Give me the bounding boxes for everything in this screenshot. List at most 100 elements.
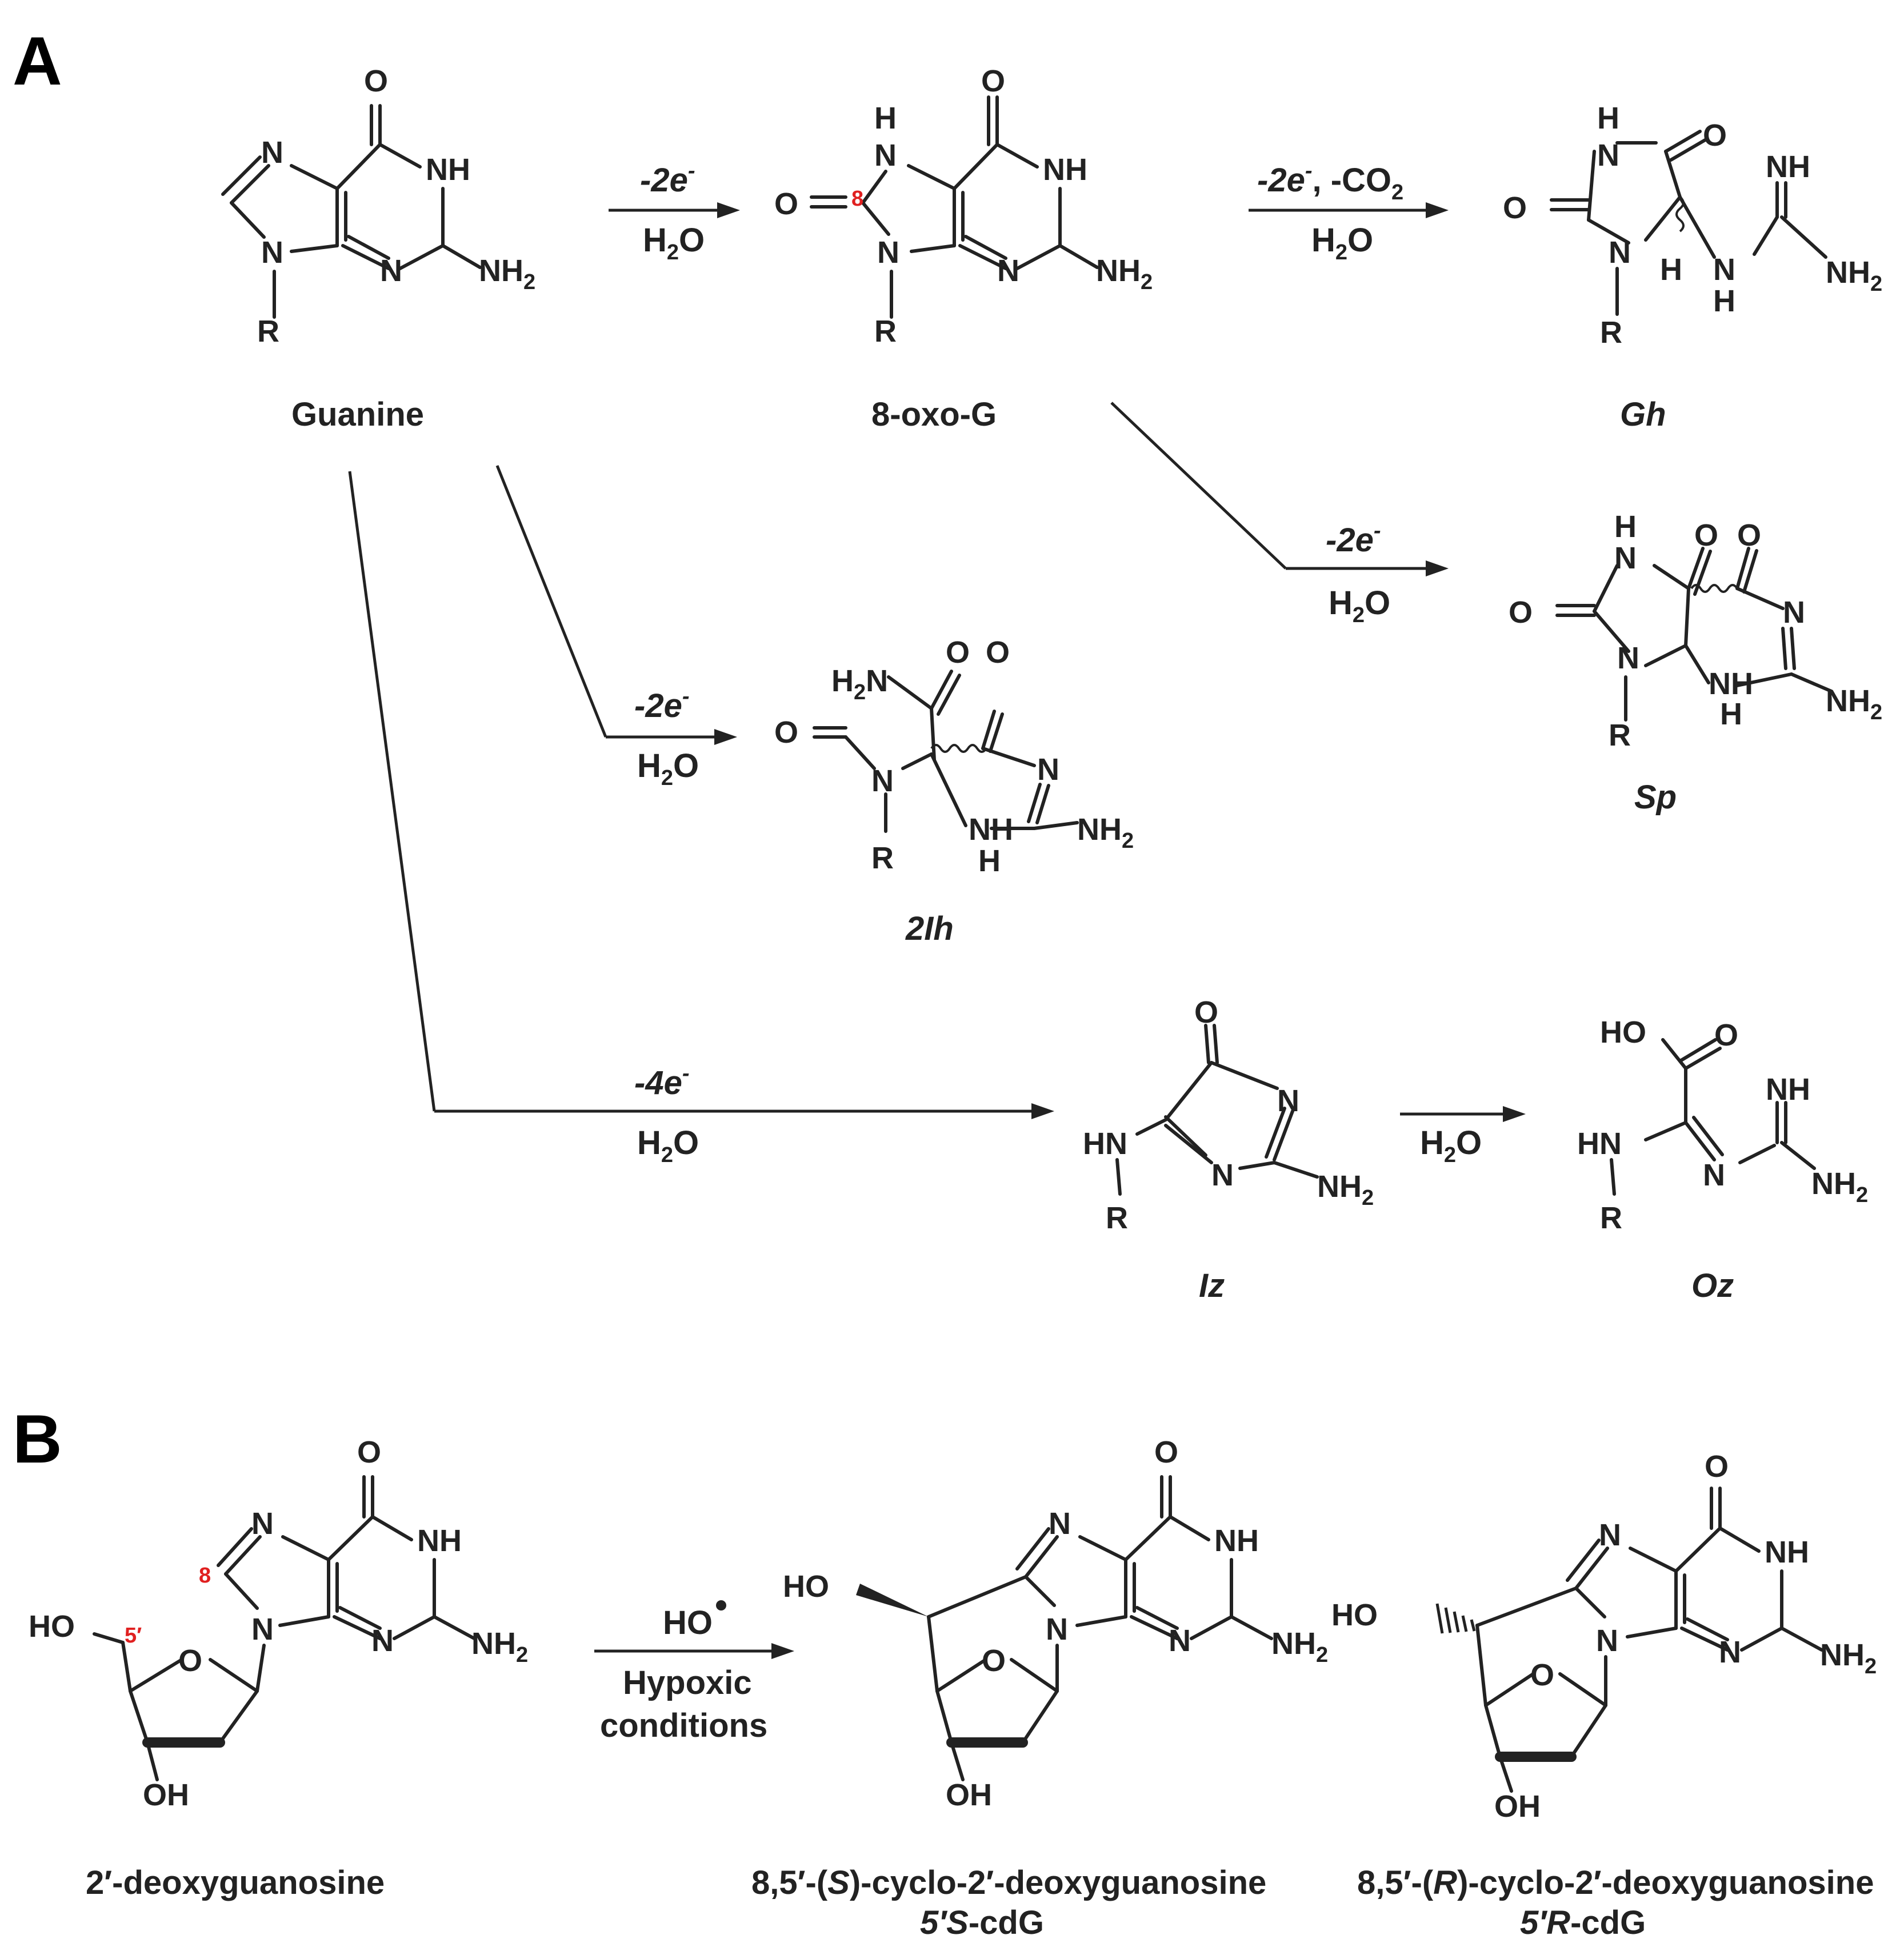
atom-o: O xyxy=(364,64,388,98)
atom-n: N xyxy=(251,1612,274,1646)
atom-hn: HN xyxy=(1083,1127,1127,1161)
atom-n: N xyxy=(1719,1635,1741,1669)
position-8-label: 8 xyxy=(851,187,863,211)
atom-n: N xyxy=(997,254,1019,288)
atom-h: H xyxy=(1713,284,1735,318)
atom-r: R xyxy=(874,314,897,348)
atom-h: H xyxy=(1660,253,1682,287)
atom-hn: HN xyxy=(1577,1127,1622,1161)
atom-o: O xyxy=(1503,191,1527,225)
caption-2ih: 2Ih xyxy=(905,910,954,947)
atom-nh: NH xyxy=(417,1524,462,1558)
atom-o: O xyxy=(178,1644,202,1678)
atom-o: O xyxy=(1703,118,1727,153)
deoxyguanosine-structure: O NH N N N 8 O HO 5′ OH NH2 xyxy=(29,1435,528,1812)
caption-oxog: 8-oxo-G xyxy=(871,396,997,433)
ih-structure: H2N O O O N N NH H NH2 R xyxy=(774,635,1134,878)
atom-n: N xyxy=(1783,595,1805,630)
arrow-guanine-to-iz xyxy=(348,471,1054,1119)
condition-water: H2O xyxy=(1329,584,1390,627)
caption-s-cdg-short: 5′S-cdG xyxy=(920,1904,1044,1941)
atom-n: N xyxy=(871,764,894,798)
atom-o: O xyxy=(986,635,1010,670)
atom-o: O xyxy=(774,715,798,750)
caption-deoxyguanosine: 2′-deoxyguanosine xyxy=(86,1864,385,1901)
atom-h: H xyxy=(1720,697,1742,731)
atom-nh2: NH2 xyxy=(471,1627,528,1667)
position-5prime-label: 5′ xyxy=(125,1624,142,1648)
condition-water: H2O xyxy=(1311,222,1373,265)
atom-o: O xyxy=(1694,518,1718,552)
condition-hydroxyl-radical: HO xyxy=(663,1604,713,1641)
atom-ho: HO xyxy=(783,1569,829,1604)
atom-n: N xyxy=(1277,1084,1299,1118)
atom-n: N xyxy=(1049,1507,1071,1541)
atom-h: H xyxy=(978,844,1001,878)
atom-n: N xyxy=(1169,1624,1191,1658)
caption-r-cdg: 8,5′-(R)-cyclo-2′-deoxyguanosine xyxy=(1357,1864,1874,1901)
panel-label-b: B xyxy=(13,1401,62,1477)
atom-n: N xyxy=(1609,235,1631,270)
caption-gh: Gh xyxy=(1620,396,1666,433)
s-cdg-structure: O NH N N N O HO OH NH2 xyxy=(783,1435,1328,1812)
oxog-structure: O NH N H N N O 8 R NH2 xyxy=(774,64,1153,348)
r-cdg-structure: O NH N N N O HO OH NH2 xyxy=(1331,1449,1877,1824)
atom-nh2: NH2 xyxy=(1820,1638,1877,1678)
atom-nh2: NH2 xyxy=(1826,684,1882,724)
atom-o: O xyxy=(1737,518,1761,552)
atom-n: N xyxy=(1703,1158,1725,1192)
atom-ho: HO xyxy=(1331,1598,1378,1632)
atom-nh2: NH2 xyxy=(1826,255,1882,296)
condition-water: H2O xyxy=(643,222,705,265)
atom-n: N xyxy=(1037,752,1059,787)
atom-n: N xyxy=(261,235,283,270)
atom-nh2: NH2 xyxy=(1271,1627,1328,1667)
atom-nh: NH xyxy=(1766,150,1810,184)
panel-label-a: A xyxy=(13,23,62,99)
atom-nh: NH xyxy=(1043,153,1087,187)
atom-o: O xyxy=(1530,1658,1554,1692)
caption-oz: Oz xyxy=(1691,1267,1734,1304)
atom-n: N xyxy=(1617,641,1639,675)
atom-nh2: NH2 xyxy=(1317,1169,1374,1210)
atom-n: N xyxy=(261,135,283,170)
condition-minus-2e: -2e- xyxy=(640,159,695,199)
arrow-guanine-to-oxog xyxy=(609,202,740,218)
atom-h2n: H2N xyxy=(831,664,888,704)
atom-ho: HO xyxy=(1600,1015,1646,1049)
atom-nh2: NH2 xyxy=(1077,812,1134,853)
atom-oh: OH xyxy=(143,1778,189,1812)
atom-o: O xyxy=(1714,1018,1738,1052)
atom-oh: OH xyxy=(946,1778,992,1812)
position-8-label: 8 xyxy=(199,1564,211,1588)
atom-r: R xyxy=(257,314,279,348)
condition-minus-2e: -2e- xyxy=(634,684,689,724)
atom-nh: NH xyxy=(1709,667,1753,701)
atom-o: O xyxy=(357,1435,381,1469)
atom-o: O xyxy=(946,635,970,670)
atom-o: O xyxy=(981,64,1005,98)
atom-n: N xyxy=(877,235,899,270)
atom-n: N xyxy=(1046,1612,1068,1646)
caption-iz: Iz xyxy=(1199,1267,1225,1304)
atom-n: N xyxy=(380,254,402,288)
iz-structure: O N N HN R NH2 xyxy=(1083,995,1374,1235)
condition-hypoxic: Hypoxic xyxy=(623,1664,752,1701)
atom-o: O xyxy=(774,187,798,221)
atom-nh: NH xyxy=(1765,1535,1809,1569)
atom-n: N xyxy=(874,138,897,173)
caption-sp: Sp xyxy=(1634,779,1677,816)
atom-nh2: NH2 xyxy=(1811,1167,1868,1207)
gh-structure: H N O O N H N H NH NH2 R xyxy=(1503,101,1882,350)
atom-r: R xyxy=(1609,718,1631,752)
atom-o: O xyxy=(1509,595,1533,630)
guanine-structure: O NH N N N R NH2 xyxy=(221,64,535,348)
atom-nh: NH xyxy=(426,153,470,187)
atom-n: N xyxy=(1599,1518,1621,1552)
atom-n: N xyxy=(1713,253,1735,287)
atom-ho: HO xyxy=(29,1609,75,1644)
arrow-dg-to-cdg xyxy=(594,1643,794,1659)
atom-nh: NH xyxy=(969,812,1013,847)
atom-n: N xyxy=(1596,1624,1618,1658)
atom-oh: OH xyxy=(1494,1789,1541,1824)
